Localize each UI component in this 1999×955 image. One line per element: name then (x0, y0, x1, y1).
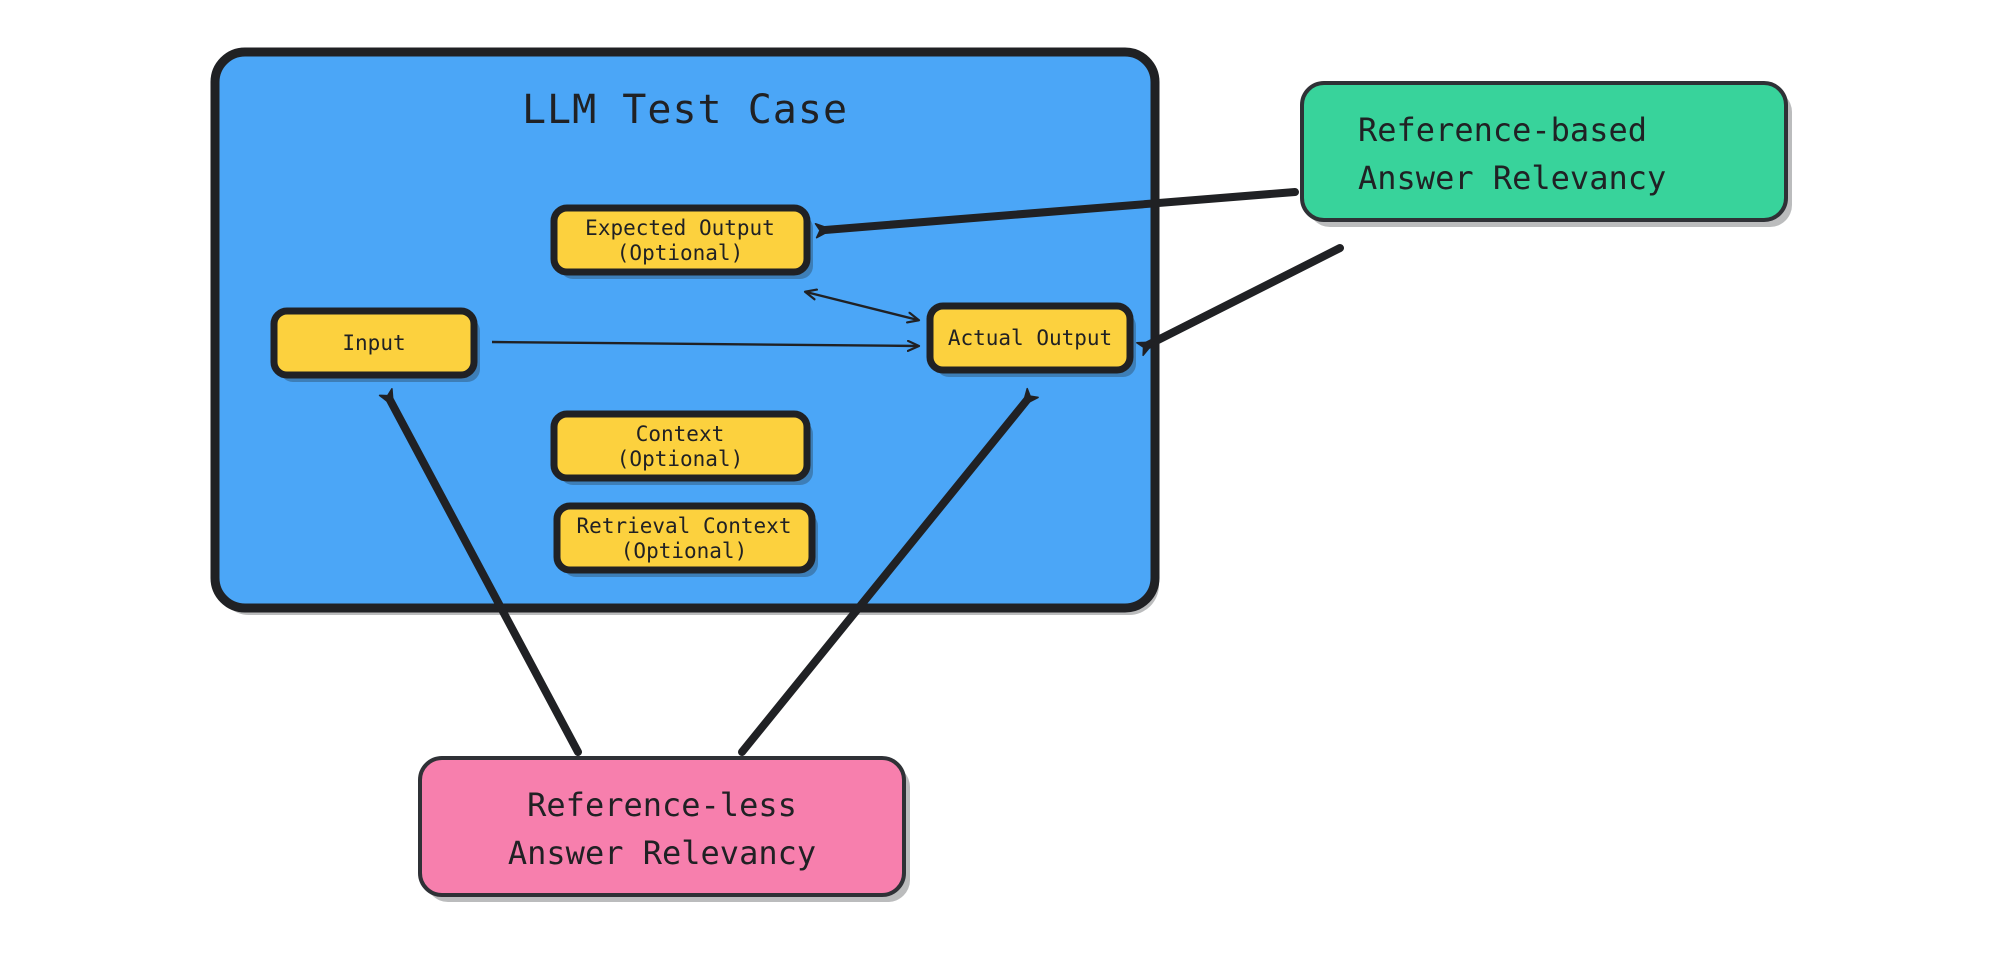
edge-expected-output-actual-output (806, 292, 918, 320)
field-context-surface[interactable] (550, 410, 811, 482)
edge-line-refbased-expected (814, 188, 1299, 239)
edge-line-refless-actual (738, 387, 1039, 756)
container-surface (210, 47, 1160, 613)
llm-test-case-container: LLM Test Case (210, 47, 1160, 615)
edge-line-input-actual-output (491, 342, 918, 346)
field-expected-output-line1: Expected Output (585, 216, 775, 240)
metric-reference-based-line1: Reference-based (1358, 111, 1647, 149)
field-retrieval-context-line2: (Optional) (621, 539, 747, 563)
metric-reference-less-line1: Reference-less (527, 786, 797, 824)
container-title: LLM Test Case (522, 87, 848, 133)
field-context[interactable]: Context (Optional) (550, 410, 813, 485)
edge-line-refless-input (378, 388, 582, 756)
field-expected-output[interactable]: Expected Output (Optional) (550, 204, 813, 279)
field-retrieval-context-line1: Retrieval Context (577, 514, 792, 538)
field-input[interactable]: Input (270, 307, 480, 382)
field-actual-output-surface[interactable] (926, 302, 1134, 374)
field-input-line1: Input (342, 331, 405, 355)
field-input-surface[interactable] (270, 307, 478, 379)
metric-reference-less-surface[interactable] (418, 756, 906, 897)
edge-reference-based-to-expected-output (814, 188, 1299, 239)
field-expected-output-surface[interactable] (550, 204, 811, 276)
field-actual-output-line1: Actual Output (948, 326, 1112, 350)
metric-reference-less-line2: Answer Relevancy (508, 834, 816, 872)
field-expected-output-line2: (Optional) (617, 241, 743, 265)
edge-line-refbased-actual (1136, 244, 1344, 357)
edge-reference-based-to-actual-output (1136, 244, 1344, 357)
edge-line-expected-actual-output (806, 292, 918, 320)
edge-reference-less-to-input (378, 388, 582, 756)
edge-reference-less-to-actual-output (738, 387, 1039, 756)
metric-reference-based-line2: Answer Relevancy (1358, 159, 1666, 197)
field-retrieval-context[interactable]: Retrieval Context (Optional) (553, 502, 818, 577)
metric-reference-based[interactable]: Reference-based Answer Relevancy (1300, 81, 1792, 227)
metric-reference-less[interactable]: Reference-less Answer Relevancy (418, 756, 910, 902)
field-retrieval-context-surface[interactable] (553, 502, 816, 574)
field-actual-output[interactable]: Actual Output (926, 302, 1136, 377)
metric-reference-based-surface[interactable] (1300, 81, 1788, 222)
edge-input-to-actual-output (491, 342, 918, 346)
field-context-line2: (Optional) (617, 447, 743, 471)
field-context-line1: Context (636, 422, 725, 446)
